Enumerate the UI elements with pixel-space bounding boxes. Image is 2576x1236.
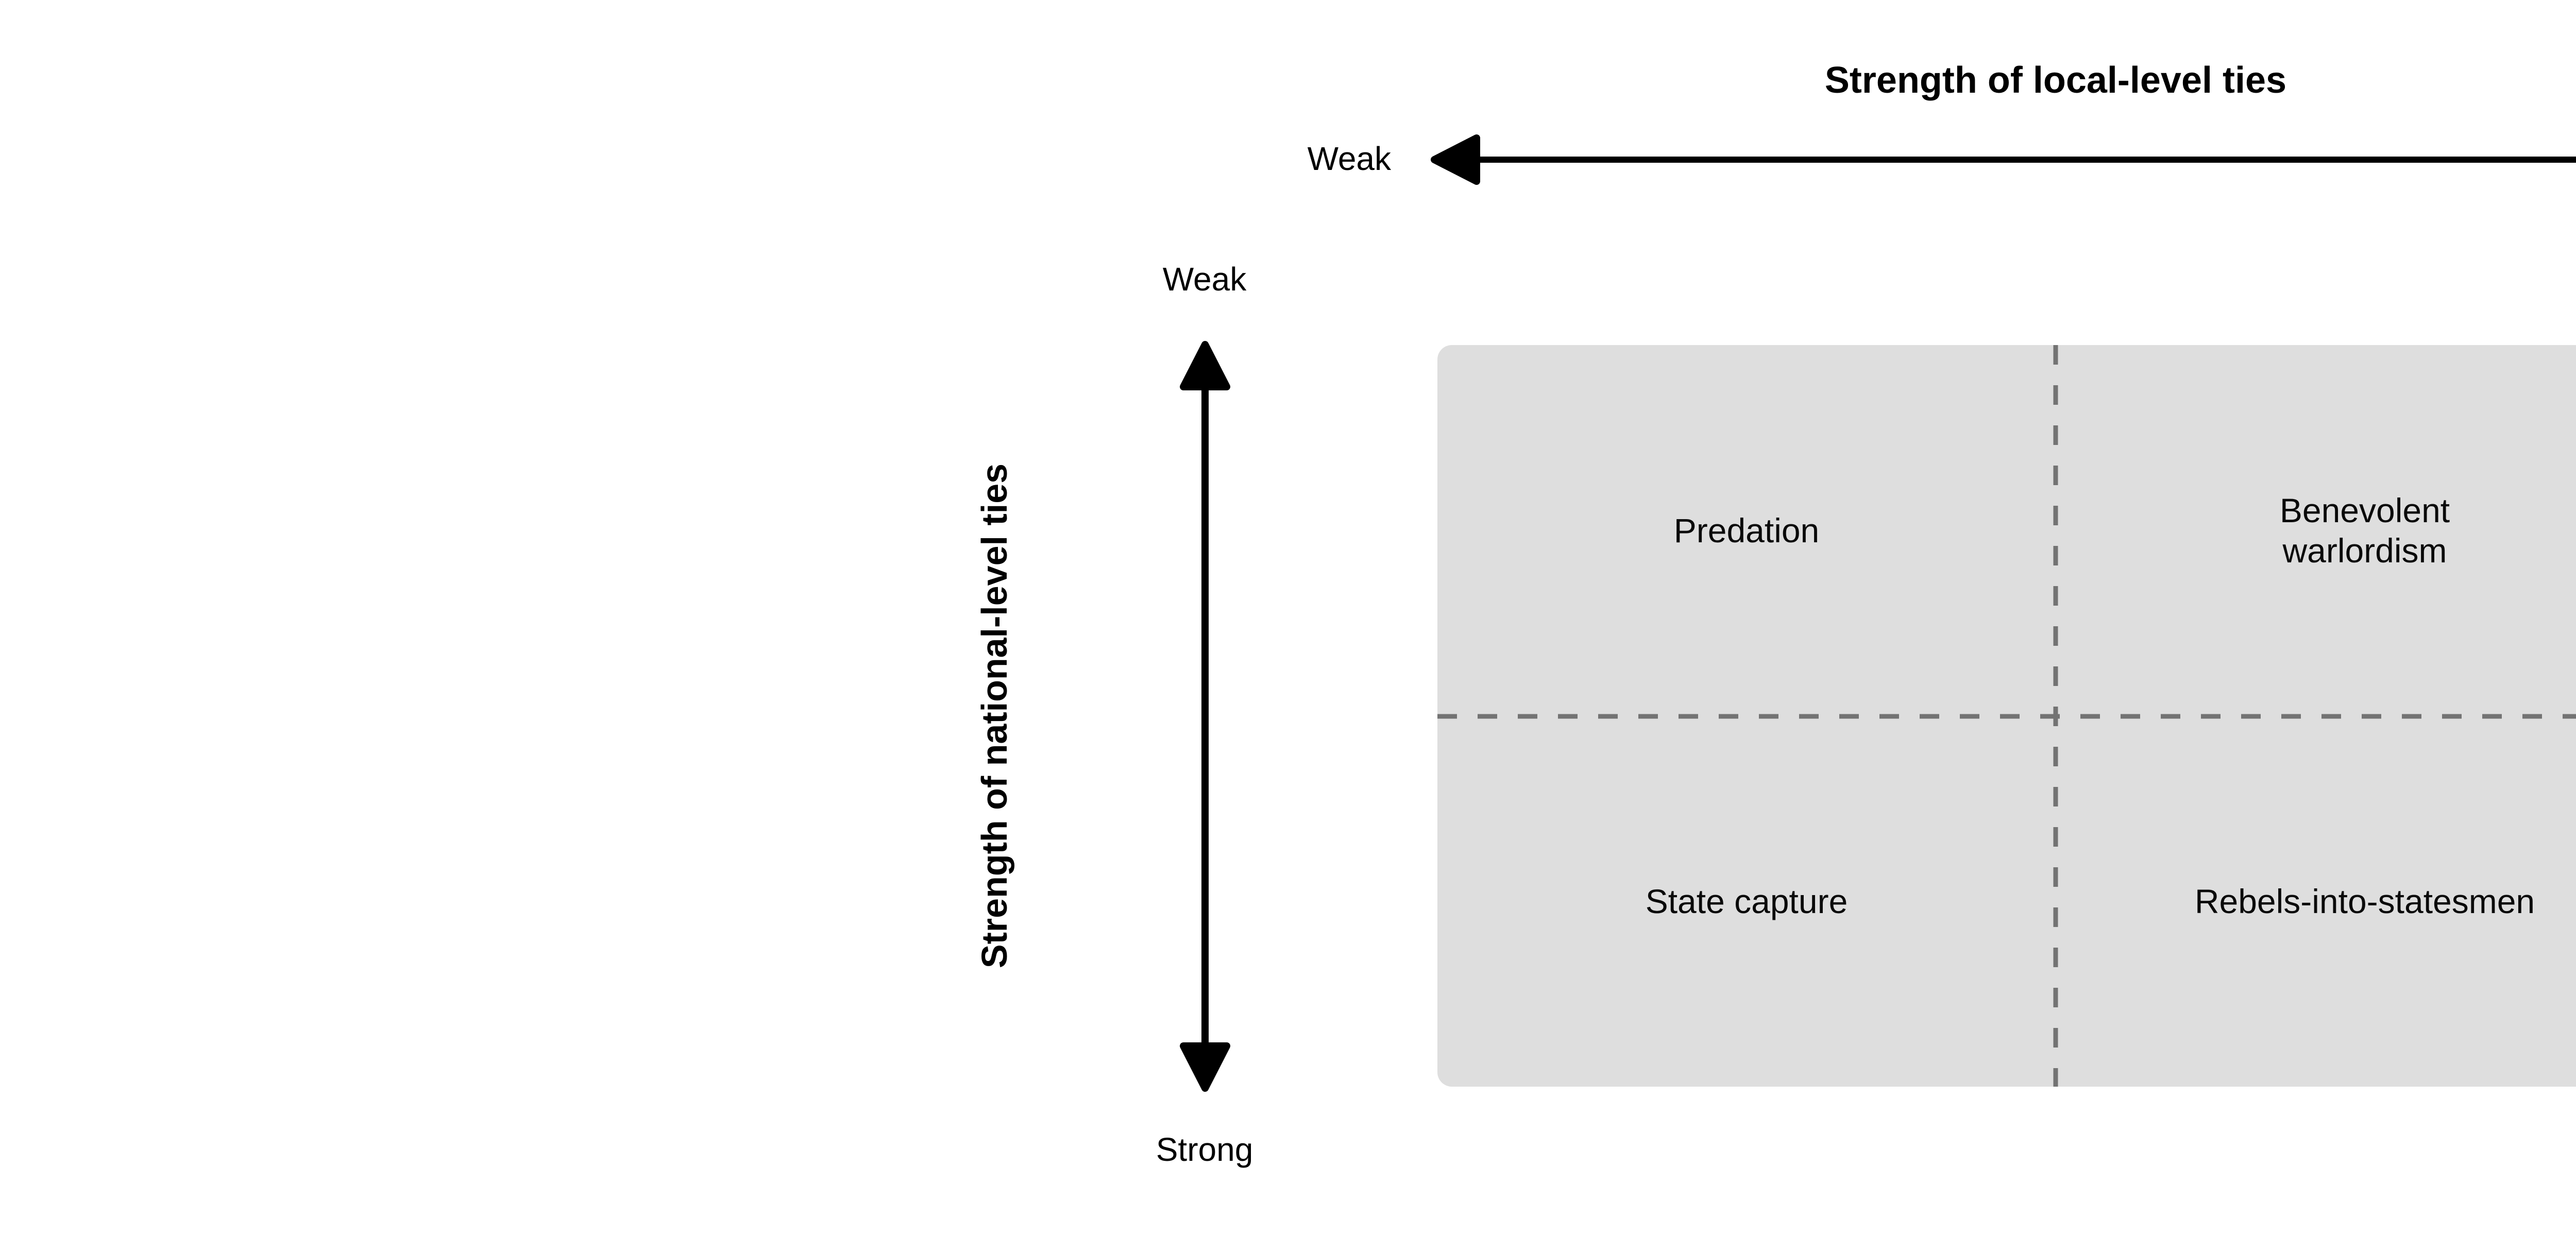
y-axis-low-label: Weak <box>1162 261 1247 298</box>
quadrant-predation: Predation <box>1437 345 2056 716</box>
quadrant-label-line-1: Benevolent <box>2279 491 2450 529</box>
quadrant-label: Predation <box>1673 511 1820 550</box>
x-axis-title: Strength of local-level ties <box>1824 60 2287 101</box>
x-axis-low-label: Weak <box>1307 140 1391 177</box>
y-axis-high-label: Strong <box>1156 1131 1253 1168</box>
matrix-panel: Predation Benevolent warlordism State ca… <box>1437 345 2576 1087</box>
quadrant-label-line-2: warlordism <box>2282 531 2447 570</box>
quadrant-label: Rebels-into-statesmen <box>2194 882 2535 920</box>
quadrant-rebels-into-statesmen: Rebels-into-statesmen <box>2056 716 2576 1087</box>
quadrant-state-capture: State capture <box>1437 716 2056 1087</box>
y-axis-arrow-icon <box>1180 341 1230 1092</box>
quadrant-benevolent-warlordism: Benevolent warlordism <box>2056 345 2576 716</box>
x-axis-arrow-icon <box>1431 134 2576 185</box>
y-axis-title: Strength of national-level ties <box>974 463 1014 969</box>
quadrant-label: State capture <box>1645 882 1848 920</box>
